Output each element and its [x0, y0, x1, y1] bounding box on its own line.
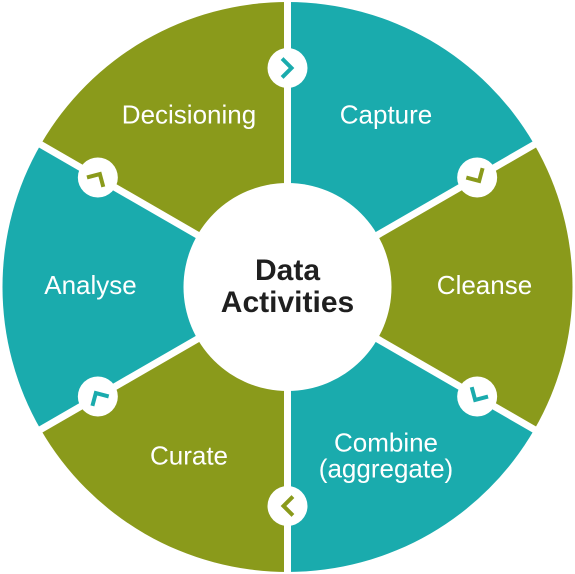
segment-label-analyse: Analyse [44, 270, 137, 300]
segment-label-combine-line-1: Combine [334, 427, 438, 457]
segment-label-curate: Curate [150, 440, 228, 470]
chevron-right-icon [267, 486, 308, 526]
chevron-right-icon [457, 376, 498, 417]
segment-label-cleanse: Cleanse [437, 270, 532, 300]
center-hub [183, 183, 392, 391]
segment-divider [374, 140, 538, 240]
chevron-right-icon [457, 157, 498, 198]
segment-divider [374, 334, 538, 434]
center-title-line-1: Data [255, 254, 320, 287]
segment-label-capture: Capture [340, 99, 433, 129]
chevron-right-icon [77, 157, 118, 198]
segment-divider [37, 140, 201, 240]
chevron-right-icon [77, 376, 118, 417]
segment-label-combine-line-2: (aggregate) [319, 453, 453, 483]
segment-analyse [2, 144, 288, 430]
segment-cleanse [287, 144, 573, 430]
dividers-layer [37, 0, 538, 574]
segment-label-decisioning: Decisioning [122, 99, 256, 129]
segment-divider [37, 334, 201, 434]
center-title-line-2: Activities [221, 286, 354, 319]
chevron-right-icon [267, 48, 308, 88]
arrows-layer [77, 48, 498, 526]
